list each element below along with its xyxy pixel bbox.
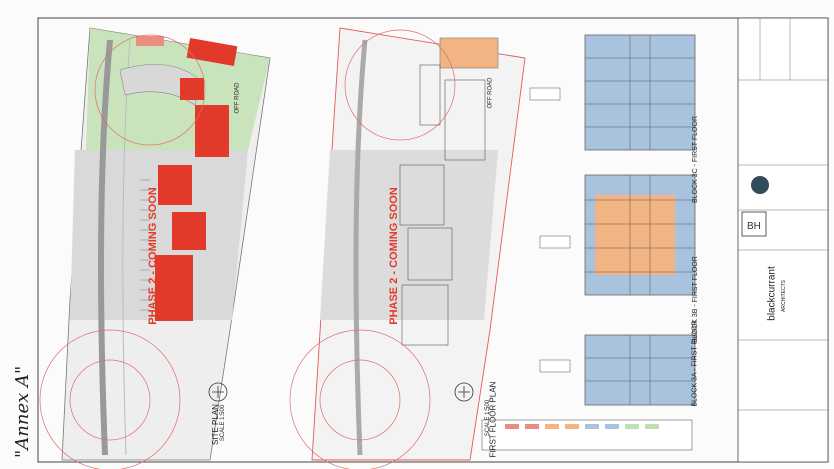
site-building-5 xyxy=(172,212,206,250)
parking-bays xyxy=(140,179,150,311)
brand-name: blackcurrant xyxy=(766,266,778,321)
site-building-4 xyxy=(158,165,192,205)
block-3c-label: BLOCK 3C - FIRST FLOOR xyxy=(692,116,699,203)
floor-off-road: OFF ROAD xyxy=(487,77,494,109)
block-3a-plan xyxy=(539,334,696,406)
title-block-emblem xyxy=(751,176,769,194)
floor-orange-block xyxy=(439,37,499,69)
site-off-road: OFF ROAD xyxy=(234,82,241,114)
block-3c-plan xyxy=(529,34,696,151)
floor-setback-arcs xyxy=(289,29,456,469)
title-block: BH xyxy=(737,17,829,463)
block-3c-grid xyxy=(585,35,695,150)
block-3b-stair xyxy=(539,235,571,249)
site-building-3 xyxy=(195,105,229,157)
floor-phase-banner: PHASE 2 - COMING SOON xyxy=(387,187,400,325)
north-arrow-floor-cross xyxy=(458,386,470,398)
first-floor-plan xyxy=(289,27,693,469)
site-building-7 xyxy=(136,36,164,46)
site-phase-banner: PHASE 2 - COMING SOON xyxy=(146,187,159,325)
legend-swatches xyxy=(505,424,659,429)
bh-logo-text: BH xyxy=(747,221,761,232)
block-3c-stair xyxy=(529,87,561,101)
floor-phase-2-area xyxy=(320,150,498,320)
north-arrow-site xyxy=(208,382,228,402)
block-3c-outline xyxy=(584,34,696,151)
title-block-frame xyxy=(737,17,829,463)
title-block-rules xyxy=(738,18,828,411)
block-3b-orange-units xyxy=(595,195,675,275)
north-arrow-floor xyxy=(454,382,474,402)
block-3b-grid xyxy=(585,175,695,295)
first-floor-plan-scale: SCALE 1:500 xyxy=(485,399,492,437)
site-plan xyxy=(39,27,271,469)
site-building-6 xyxy=(155,255,193,321)
setback-arcs xyxy=(39,34,206,469)
brand-subtitle: ARCHITECTS xyxy=(780,280,787,312)
block-3b-plan xyxy=(539,174,696,296)
floor-road xyxy=(353,39,368,456)
access-road xyxy=(98,39,113,456)
block-3a-grid xyxy=(585,335,695,405)
block-3a-outline xyxy=(584,334,696,406)
block-3b-label: BLOCK 3B - FIRST FLOOR xyxy=(691,256,699,343)
site-plan-scale: SCALE 1:500 xyxy=(220,404,227,442)
floor-unit-outlines xyxy=(399,64,486,346)
phase-2-area xyxy=(70,150,248,320)
block-3a-stair xyxy=(539,359,571,373)
site-building-1 xyxy=(186,37,238,67)
site-building-2 xyxy=(180,78,204,100)
site-plan-title: SITE PLAN xyxy=(210,404,220,445)
north-arrow-cross xyxy=(212,386,224,398)
bh-logo-box xyxy=(741,211,767,237)
